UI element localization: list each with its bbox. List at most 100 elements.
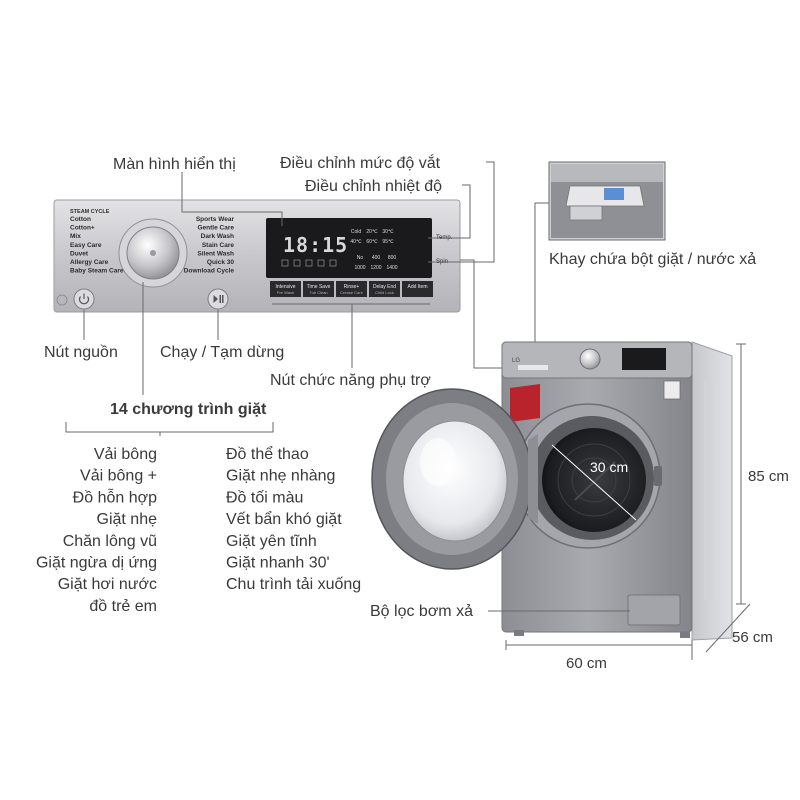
door-hinge	[528, 434, 538, 524]
program-item: Giặt nhẹ	[97, 511, 158, 528]
programs-title: 14 chương trình giặt	[110, 401, 267, 418]
lcd-spin-value: 1400	[386, 265, 397, 271]
panel-program-label: Dark Wash	[201, 233, 234, 240]
panel-program-label: Stain Care	[202, 242, 235, 249]
program-item: Vải bông	[94, 446, 157, 463]
label-height: 85 cm	[748, 468, 789, 485]
machine-side	[691, 341, 733, 641]
programs-bracket	[65, 422, 274, 433]
drawer-handle	[569, 205, 603, 221]
option-button-label: Delay End	[373, 284, 396, 290]
label-start-pause: Chạy / Tạm dừng	[160, 344, 284, 361]
panel-program-label: Download Cycle	[184, 268, 235, 275]
option-button[interactable]	[369, 281, 400, 297]
lcd-spin-value: 800	[388, 255, 397, 261]
machine-dial[interactable]	[579, 348, 601, 370]
label-soil-level: Điều chỉnh mức độ vắt	[280, 153, 441, 172]
label-drawer: Khay chứa bột giặt / nước xả	[549, 251, 756, 268]
door-latch	[654, 466, 662, 486]
drawer-inset: Khay chứa bột giặt / nước xả	[534, 161, 756, 360]
side-vents	[704, 380, 717, 600]
option-button-label: Rinse+	[344, 284, 360, 290]
filter-cover[interactable]	[627, 594, 681, 626]
dial-center-icon	[150, 250, 156, 256]
leader-spin	[428, 161, 495, 263]
lcd-display	[266, 218, 432, 278]
lcd-temperature-row: Cold 20℃ 30℃ 40℃ 60℃ 95℃	[350, 229, 394, 245]
option-button-sublabel: Pre Wash	[277, 290, 294, 295]
label-drum-size: 30 cm	[590, 459, 628, 475]
program-item: Giặt yên tĩnh	[226, 533, 317, 550]
panel-program-label: Baby Steam Care	[70, 268, 124, 275]
lcd-temp-value: Cold	[351, 229, 362, 235]
option-button[interactable]	[303, 281, 334, 297]
drawer-liquid	[604, 188, 624, 200]
label-width: 60 cm	[566, 655, 607, 672]
option-button[interactable]	[270, 281, 301, 297]
option-button[interactable]	[402, 281, 433, 297]
depth-line	[705, 603, 751, 653]
lcd-temp-value: 60℃	[366, 239, 378, 245]
door-glass	[402, 420, 508, 542]
program-item: Giặt ngừa dị ứng	[36, 555, 157, 572]
panel-program-label: Sports Wear	[196, 216, 235, 223]
drawer-top	[551, 164, 663, 182]
inverter-sticker	[510, 384, 540, 422]
option-button-sublabel: Crease Care	[340, 290, 363, 295]
program-item: Đồ hỗn hợp	[73, 487, 157, 506]
glass-highlight	[420, 438, 456, 486]
lcd-spin-value: 400	[372, 255, 381, 261]
foot-left	[514, 630, 524, 636]
machine-lcd	[622, 348, 666, 370]
lcd-status-icons	[281, 259, 337, 267]
option-button-label: Intensive	[275, 284, 295, 290]
program-item: Giặt hơi nước	[58, 576, 157, 593]
warranty-badge	[663, 380, 681, 400]
eco-logo-icon	[56, 294, 68, 306]
lcd-spin-value: 1200	[370, 265, 381, 271]
dimensions: 85 cm 56 cm 60 cm	[505, 343, 789, 672]
option-button[interactable]	[336, 281, 367, 297]
leader-drawer	[534, 202, 549, 360]
panel-program-label: Quick 30	[207, 259, 234, 266]
panel-program-label: Gentle Care	[198, 225, 235, 232]
program-item: đồ trẻ em	[89, 598, 157, 615]
leader-display	[181, 172, 283, 226]
option-button-label: Add Item	[407, 284, 427, 290]
program-item: Chu trình tải xuống	[226, 576, 361, 593]
program-item: Giặt nhẹ nhàng	[226, 468, 335, 485]
lcd-temp-value: 30℃	[382, 229, 394, 235]
program-item: Đồ thể thao	[226, 445, 309, 463]
panel-program-label: Cotton	[70, 216, 91, 223]
lcd-temp-value: 20℃	[366, 229, 378, 235]
washing-machine: LG 30 cm	[371, 341, 733, 641]
label-display: Màn hình hiển thị	[113, 155, 236, 173]
lcd-temp-value: 40℃	[350, 239, 362, 245]
play-pause-icon	[213, 295, 224, 303]
label-depth: 56 cm	[732, 629, 773, 646]
drum-size-arrow	[551, 444, 637, 521]
lcd-time: 18:15	[283, 233, 348, 257]
panel-program-label: Silent Wash	[197, 250, 234, 257]
lcd-temp-value: 95℃	[382, 239, 394, 245]
drum-pattern	[557, 443, 631, 517]
panel-program-label: Mix	[70, 233, 81, 240]
foot-right	[680, 632, 690, 638]
option-button-sublabel: Tub Clean	[309, 290, 327, 295]
program-item: Giặt nhanh 30'	[226, 555, 330, 572]
machine-strip-label	[518, 365, 548, 370]
leader-temp	[428, 184, 471, 239]
lcd-spin-value: No	[357, 255, 364, 261]
lcd-spin-row: No 400 800 1000 1200 1400	[354, 255, 397, 271]
option-button-sublabel: Child Lock	[375, 290, 394, 295]
label-temp: Điều chỉnh nhiệt độ	[305, 178, 442, 195]
label-filter: Bộ lọc bơm xả	[370, 603, 473, 620]
lcd-spin-value: 1000	[354, 265, 365, 271]
label-power: Nút nguồn	[44, 344, 118, 361]
panel-program-label: Easy Care	[70, 242, 102, 249]
